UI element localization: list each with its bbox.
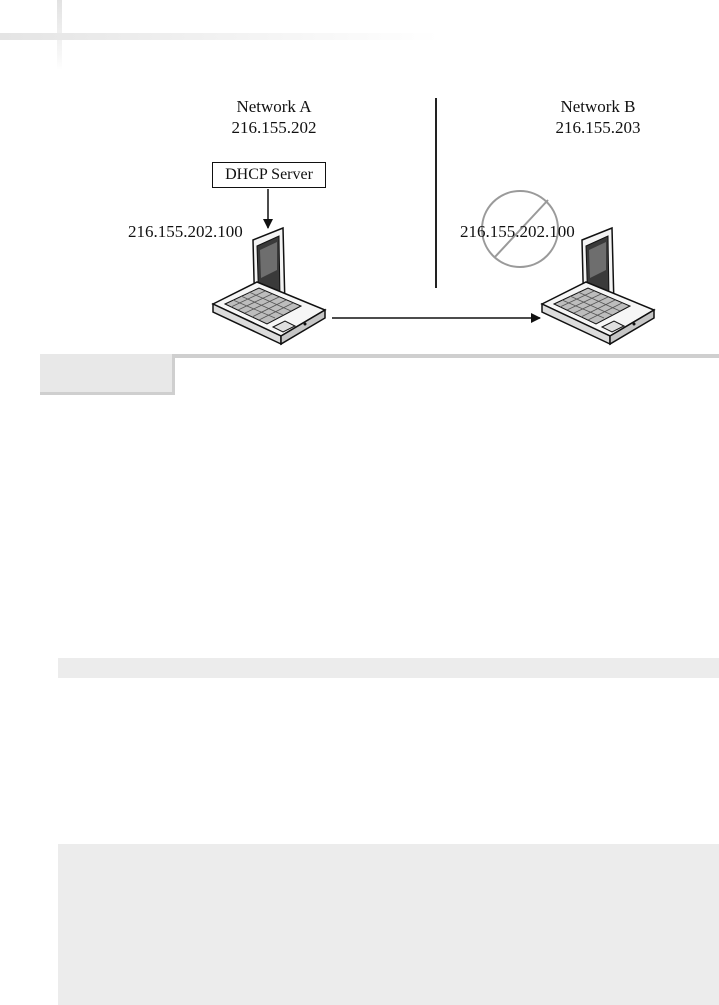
- laptop-b-ip: 216.155.202.100: [460, 222, 575, 241]
- network-a-subnet: 216.155.202: [231, 118, 317, 137]
- page-corner-horizontal-rule: [0, 33, 440, 40]
- network-b-heading: Network B 216.155.203: [518, 96, 678, 138]
- section-rule: [40, 354, 719, 358]
- laptop-a-ip: 216.155.202.100: [128, 222, 243, 241]
- network-divider: [435, 98, 437, 288]
- network-b-name: Network B: [560, 97, 636, 116]
- no-sign-icon: [481, 190, 559, 268]
- laptop-a-icon: [212, 227, 326, 345]
- shaded-band: [58, 658, 719, 678]
- network-a-name: Network A: [236, 97, 312, 116]
- network-b-subnet: 216.155.203: [555, 118, 641, 137]
- network-a-heading: Network A 216.155.202: [194, 96, 354, 138]
- shaded-block: [58, 844, 719, 1005]
- dhcp-server-box: DHCP Server: [212, 162, 326, 188]
- laptop-b-icon: [541, 227, 655, 345]
- figure-caption-tab: [40, 354, 175, 395]
